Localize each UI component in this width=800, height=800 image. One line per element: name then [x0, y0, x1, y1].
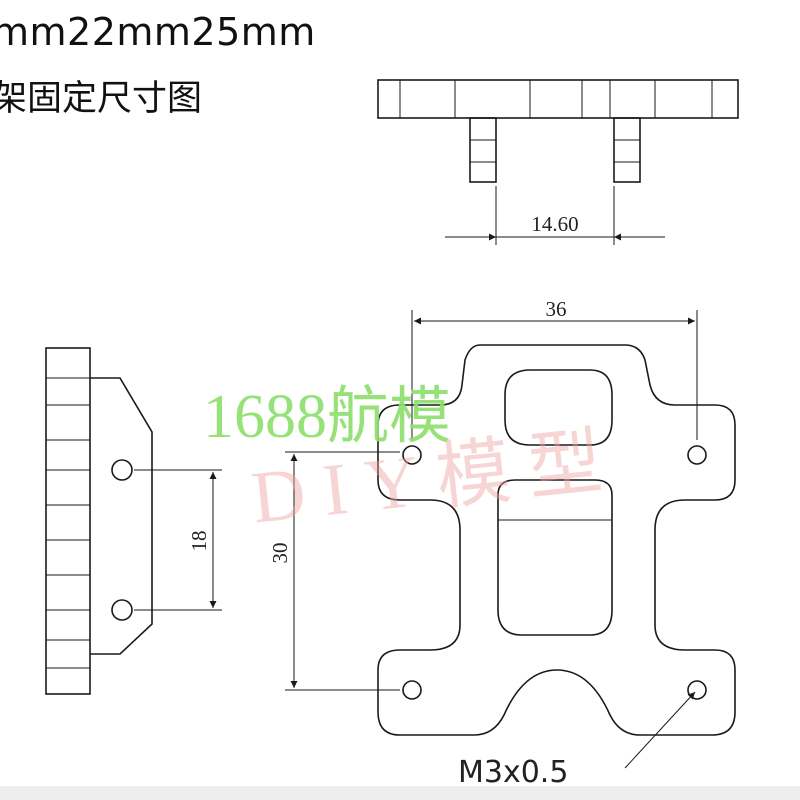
top-view-right-pin — [613, 117, 641, 183]
front-view-hole-top-left — [402, 445, 422, 465]
side-view-clamp-body — [45, 347, 91, 695]
front-view-hole-top-right — [687, 445, 707, 465]
front-view-hole-bottom-left — [402, 680, 422, 700]
side-view-segments — [46, 377, 90, 669]
dimension-height-label: 30 — [268, 543, 292, 564]
dimension-top-spacing-label: 14.60 — [531, 212, 578, 236]
front-view-upper-slot — [504, 369, 613, 446]
dimension-side-spacing-label: 18 — [187, 531, 211, 552]
title-caption: 架固定尺寸图 — [0, 79, 203, 119]
side-view: 18 — [45, 347, 222, 695]
hole-callout: M3x0.5 — [458, 691, 696, 790]
side-view-hole-upper — [111, 459, 133, 481]
dimension-width-label: 36 — [546, 297, 567, 321]
dimension-width: 36 — [411, 297, 698, 440]
bottom-edge-bar — [0, 786, 800, 800]
title-sizes: mm22mm25mm — [0, 10, 316, 54]
front-view: 36 30 M3x0.5 — [268, 297, 736, 790]
dimension-height: 30 — [268, 451, 400, 691]
front-view-hole-bottom-right — [687, 680, 707, 700]
watermark-green: 1688航模 — [203, 383, 451, 451]
dimension-side-spacing: 18 — [134, 469, 222, 611]
top-view: 14.60 — [377, 79, 739, 245]
top-view-left-pin — [469, 117, 497, 183]
side-view-mount-plate — [90, 377, 153, 655]
side-view-hole-lower — [111, 599, 133, 621]
front-view-lower-cutout — [497, 479, 613, 636]
hole-callout-label: M3x0.5 — [458, 755, 568, 790]
front-view-plate-outline — [377, 344, 736, 736]
top-view-clamp-body — [377, 79, 739, 119]
watermark: DIY模型 1688航模 — [203, 383, 624, 539]
top-view-segments — [399, 80, 713, 118]
dimension-top-spacing: 14.60 — [445, 186, 665, 245]
